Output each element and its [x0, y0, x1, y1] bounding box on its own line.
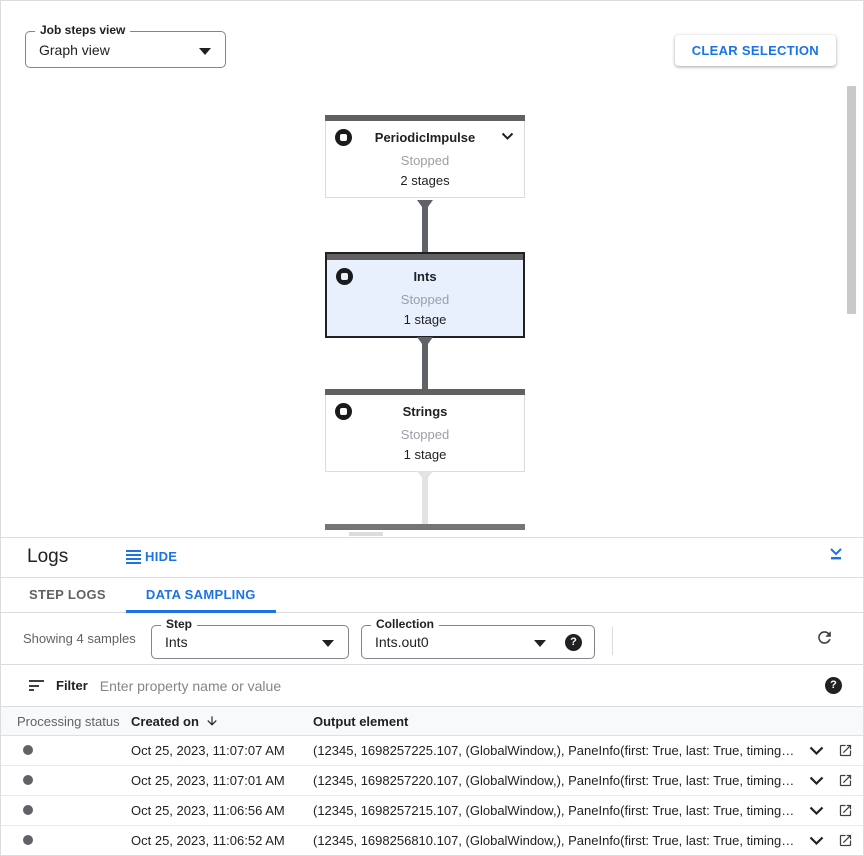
filter-row: Filter ?	[1, 665, 863, 707]
expand-row-icon[interactable]	[809, 836, 824, 846]
sample-row[interactable]: Oct 25, 2023, 11:06:56 AM (12345, 169825…	[1, 796, 863, 826]
graph-node-ints[interactable]: Ints Stopped 1 stage	[325, 252, 525, 338]
open-in-new-icon[interactable]	[838, 833, 853, 848]
hide-lines-icon	[126, 548, 141, 566]
job-steps-view-select[interactable]: Job steps view Graph view	[25, 23, 226, 68]
node-status-text: Stopped	[400, 427, 450, 442]
filter-label: Filter	[56, 678, 88, 693]
collection-select-label: Collection	[371, 617, 440, 631]
dropdown-caret-icon	[199, 47, 211, 55]
step-select[interactable]: Step Ints	[151, 617, 349, 659]
column-created-on: Created on	[131, 714, 313, 729]
column-processing-status: Processing status	[17, 713, 120, 729]
hide-logs-button[interactable]: HIDE	[126, 548, 177, 566]
output-element-cell: (12345, 1698257225.107, (GlobalWindow,),…	[313, 743, 795, 758]
graph-node-strings[interactable]: Strings Stopped 1 stage	[325, 389, 525, 472]
expand-row-icon[interactable]	[809, 776, 824, 786]
created-on-cell: Oct 25, 2023, 11:07:07 AM	[131, 743, 285, 758]
collapse-panel-icon[interactable]	[828, 545, 844, 564]
node-status-text: Stopped	[400, 153, 450, 168]
graph-vertical-scrollbar[interactable]	[847, 86, 856, 314]
vertical-divider	[612, 627, 613, 655]
node-status-icon	[336, 268, 353, 285]
showing-samples-text: Showing 4 samples	[23, 631, 136, 646]
filter-icon	[29, 678, 44, 694]
created-on-cell: Oct 25, 2023, 11:06:56 AM	[131, 803, 285, 818]
output-element-cell: (12345, 1698256810.107, (GlobalWindow,),…	[313, 833, 795, 848]
node-status-icon	[335, 129, 352, 146]
open-in-new-icon[interactable]	[838, 773, 853, 788]
partial-node-fragment	[349, 532, 383, 536]
graph-node-periodicimpulse[interactable]: PeriodicImpulse Stopped 2 stages	[325, 115, 525, 198]
processing-status-dot	[23, 745, 33, 755]
node-status-icon	[335, 403, 352, 420]
tab-data-sampling[interactable]: DATA SAMPLING	[125, 578, 276, 613]
processing-status-dot	[23, 805, 33, 815]
processing-status-dot	[23, 775, 33, 785]
node-title: PeriodicImpulse	[374, 130, 476, 145]
created-on-cell: Oct 25, 2023, 11:07:01 AM	[131, 773, 285, 788]
logs-panel-title: Logs	[27, 546, 69, 567]
job-steps-view-value: Graph view	[39, 41, 110, 58]
node-top-bar	[325, 389, 525, 395]
samples-table-header: Processing status Created on Output elem…	[1, 707, 863, 736]
expand-row-icon[interactable]	[809, 806, 824, 816]
hide-label: HIDE	[145, 549, 178, 565]
sampling-controls-row: Showing 4 samples Step Ints Collection I…	[1, 613, 863, 665]
job-graph-panel: Job steps view Graph view CLEAR SELECTIO…	[1, 1, 863, 537]
step-select-label: Step	[161, 617, 198, 631]
created-on-cell: Oct 25, 2023, 11:06:52 AM	[131, 833, 285, 848]
logs-header: Logs HIDE	[1, 538, 863, 578]
collection-select[interactable]: Collection Ints.out0 ?	[361, 617, 595, 659]
filter-input[interactable]	[99, 677, 825, 694]
node-title: Strings	[402, 404, 448, 419]
node-status-text: Stopped	[400, 292, 450, 307]
node-top-bar	[327, 254, 523, 260]
processing-status-dot	[23, 835, 33, 845]
node-stages-text: 2 stages	[400, 173, 450, 188]
dropdown-caret-icon	[534, 640, 546, 647]
dropdown-caret-icon	[322, 640, 334, 647]
collection-help-icon[interactable]: ?	[565, 634, 582, 651]
node-stages-text: 1 stage	[403, 447, 447, 462]
step-select-value: Ints	[165, 634, 188, 650]
sample-row[interactable]: Oct 25, 2023, 11:07:07 AM (12345, 169825…	[1, 736, 863, 766]
output-element-cell: (12345, 1698257215.107, (GlobalWindow,),…	[313, 803, 795, 818]
sample-row[interactable]: Oct 25, 2023, 11:06:52 AM (12345, 169825…	[1, 826, 863, 855]
logs-panel: Logs HIDE STEP LOGS DATA SAMPLING Showin…	[1, 537, 863, 855]
refresh-icon[interactable]	[815, 628, 834, 650]
chevron-down-icon[interactable]	[501, 132, 514, 141]
partial-node-top-bar	[325, 524, 525, 530]
sample-row[interactable]: Oct 25, 2023, 11:07:01 AM (12345, 169825…	[1, 766, 863, 796]
sort-descending-icon[interactable]	[205, 714, 219, 728]
node-stages-text: 1 stage	[403, 312, 447, 327]
expand-row-icon[interactable]	[809, 746, 824, 756]
logs-tab-bar: STEP LOGS DATA SAMPLING	[1, 578, 863, 613]
node-top-bar	[325, 115, 525, 121]
node-title: Ints	[413, 269, 437, 284]
tab-step-logs[interactable]: STEP LOGS	[29, 587, 106, 602]
clear-selection-button[interactable]: CLEAR SELECTION	[674, 35, 836, 66]
output-element-cell: (12345, 1698257220.107, (GlobalWindow,),…	[313, 773, 795, 788]
open-in-new-icon[interactable]	[838, 803, 853, 818]
filter-help-icon[interactable]: ?	[825, 677, 842, 694]
column-output-element: Output element	[313, 713, 409, 729]
job-steps-view-label: Job steps view	[35, 23, 131, 37]
open-in-new-icon[interactable]	[838, 743, 853, 758]
collection-select-value: Ints.out0	[375, 634, 429, 650]
